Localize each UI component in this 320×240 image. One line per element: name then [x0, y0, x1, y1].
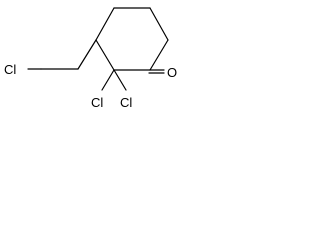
gem-cl-right-label: Cl: [120, 95, 132, 110]
bond-c2-to-cl-left: [101, 69, 115, 91]
gem-cl-left-label: Cl: [91, 95, 103, 110]
bond-top-right: [149, 7, 169, 41]
structure-diagram: O Cl Cl Cl: [0, 0, 195, 122]
bond-ring-to-ch2: [77, 39, 97, 70]
bond-right: [149, 39, 169, 71]
bond-left-lower: [95, 39, 115, 71]
bond-c2-to-cl-right: [113, 69, 127, 91]
molecule-drawing: O Cl Cl Cl: [4, 7, 177, 110]
oxygen-label: O: [167, 65, 177, 80]
chloromethyl-cl-label: Cl: [4, 62, 16, 77]
bond-left-upper: [95, 7, 115, 41]
